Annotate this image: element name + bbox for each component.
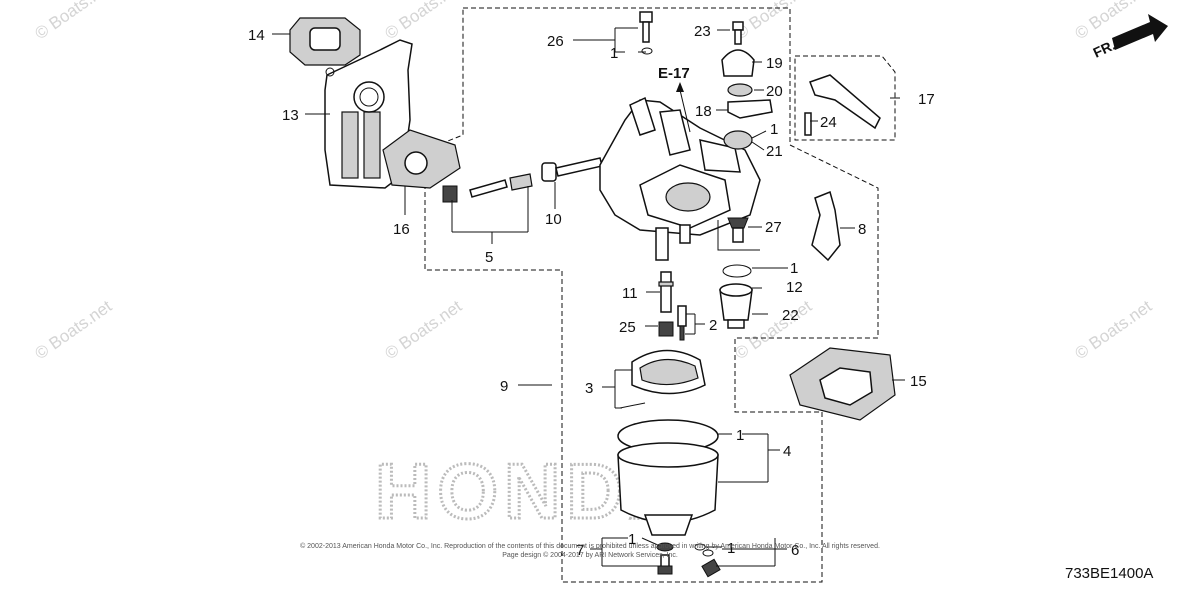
part-16-gasket: [382, 129, 461, 189]
callouts: 14 13 16 5 10 26 1 23 19 20 18 1 21 17 2…: [248, 23, 935, 559]
callout-17[interactable]: 17: [918, 91, 935, 108]
callout-8[interactable]: 8: [858, 221, 866, 238]
callout-20[interactable]: 20: [766, 83, 783, 100]
callout-6[interactable]: 6: [791, 542, 799, 559]
callout-4[interactable]: 4: [783, 443, 791, 460]
callout-16[interactable]: 16: [393, 221, 410, 238]
leader-lines: [272, 27, 905, 567]
callout-21[interactable]: 21: [766, 143, 783, 160]
callout-11[interactable]: 11: [622, 285, 638, 302]
copyright-line-2: Page design © 2004-2017 by ARI Network S…: [502, 551, 678, 559]
part-26-screw: [639, 11, 653, 55]
callout-19[interactable]: 19: [766, 55, 783, 72]
part-5-pilot-screw: [442, 173, 533, 203]
part-3-float: [619, 349, 706, 409]
part-18-holder: [727, 99, 773, 119]
carburetor-assembly-outline: [424, 7, 879, 583]
part-27-fitting: [727, 217, 749, 243]
section-ref-label[interactable]: E-17: [658, 65, 690, 82]
watermark: © Boats.net: [1071, 296, 1155, 363]
callout-14[interactable]: 14: [248, 27, 265, 44]
callout-15[interactable]: 15: [910, 373, 927, 390]
watermarks: © Boats.net © Boats.net © Boats.net © Bo…: [31, 0, 1155, 363]
section-ref-arrow: [676, 82, 684, 92]
part-4-float-chamber: [617, 419, 719, 536]
callout-1-d[interactable]: 1: [736, 427, 744, 444]
part-25-jet: [658, 321, 674, 337]
part-10-throttle-screw: [541, 157, 603, 182]
part-19-cover: [721, 49, 755, 77]
watermark: © Boats.net: [381, 296, 465, 363]
part-24-pin: [804, 112, 812, 136]
watermark: © Boats.net: [31, 0, 115, 43]
callout-12[interactable]: 12: [786, 279, 803, 296]
callout-24[interactable]: 24: [820, 114, 837, 131]
callout-2[interactable]: 2: [709, 317, 717, 334]
diagram-code: 733BE1400A: [1065, 565, 1153, 582]
callout-22[interactable]: 22: [782, 307, 799, 324]
callout-1-a[interactable]: 1: [610, 45, 618, 62]
callout-10[interactable]: 10: [545, 211, 562, 228]
part-14-gasket: [289, 17, 361, 66]
part-12-o-ring: [722, 264, 752, 278]
callout-3[interactable]: 3: [585, 380, 593, 397]
part-11-nozzle: [658, 271, 674, 313]
watermark: © Boats.net: [731, 0, 815, 43]
callout-9[interactable]: 9: [500, 378, 508, 395]
choke-lever-outline: [794, 55, 896, 141]
watermark: © Boats.net: [31, 296, 115, 363]
callout-1-b[interactable]: 1: [770, 121, 778, 138]
callout-25[interactable]: 25: [619, 319, 636, 336]
callout-1-f[interactable]: 1: [727, 540, 735, 557]
callout-1-c[interactable]: 1: [790, 260, 798, 277]
watermark: © Boats.net: [381, 0, 465, 43]
callout-1-e[interactable]: 1: [628, 531, 636, 548]
callout-26[interactable]: 26: [547, 33, 564, 50]
callout-27[interactable]: 27: [765, 219, 782, 236]
callout-5[interactable]: 5: [485, 249, 493, 266]
part-20-washer: [727, 83, 753, 97]
part-8-plate: [811, 190, 841, 262]
part-23-screw: [732, 21, 744, 45]
part-15-gasket: [789, 347, 896, 421]
part-7-drain-bolt: [656, 542, 674, 575]
callout-13[interactable]: 13: [282, 107, 299, 124]
part-17-choke-lever: [809, 74, 881, 130]
callout-7[interactable]: 7: [576, 542, 584, 559]
callout-18[interactable]: 18: [695, 103, 712, 120]
carburetor-body: [599, 96, 761, 261]
copyright-line-1: © 2002-2013 American Honda Motor Co., In…: [300, 542, 880, 550]
callout-23[interactable]: 23: [694, 23, 711, 40]
part-2-float-valve: [677, 305, 687, 341]
part-22-cup: [719, 283, 753, 329]
part-21-diaphragm: [723, 130, 753, 150]
